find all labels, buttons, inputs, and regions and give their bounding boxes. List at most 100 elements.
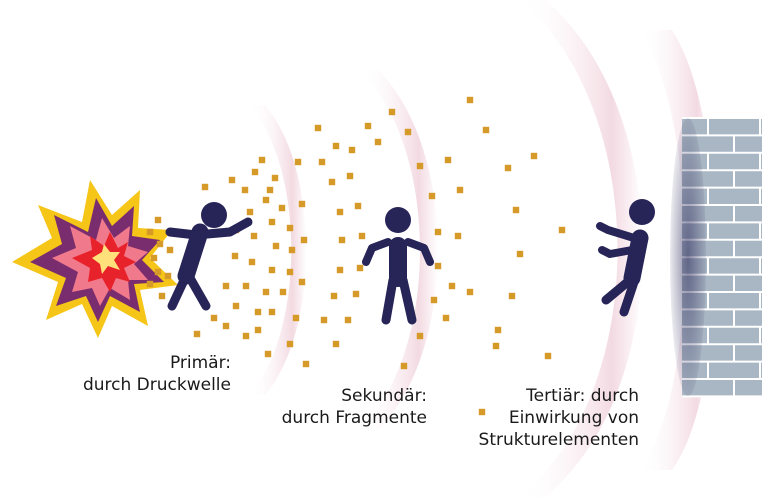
fragment-dot bbox=[265, 351, 271, 357]
fragment-dot bbox=[375, 139, 381, 145]
fragment-dot bbox=[147, 281, 153, 287]
fragment-dot bbox=[445, 157, 451, 163]
fragment-dot bbox=[289, 247, 295, 253]
fragment-dot bbox=[211, 315, 217, 321]
shock-wave-1 bbox=[250, 105, 306, 395]
fragment-dot bbox=[194, 331, 200, 337]
fragment-dot bbox=[147, 229, 153, 235]
fragment-dot bbox=[223, 323, 229, 329]
brick-wall-icon bbox=[670, 118, 762, 396]
label-secondary-line1: Sekundär: bbox=[282, 385, 427, 407]
fragment-dot bbox=[417, 333, 423, 339]
label-primary: Primär: durch Druckwelle bbox=[83, 352, 231, 396]
fragment-dot bbox=[337, 267, 343, 273]
fragment-dot bbox=[255, 327, 261, 333]
fragment-dot bbox=[339, 237, 345, 243]
fragment-dot bbox=[449, 283, 455, 289]
fragment-dot bbox=[299, 201, 305, 207]
fragment-dot bbox=[269, 219, 275, 225]
fragment-dot bbox=[243, 333, 249, 339]
fragment-dot bbox=[263, 289, 269, 295]
fragment-dot bbox=[233, 303, 239, 309]
fragment-dot bbox=[273, 243, 279, 249]
fragment-dot bbox=[435, 229, 441, 235]
fragment-dot bbox=[159, 293, 165, 299]
fragment-dot bbox=[365, 123, 371, 129]
fragment-dot bbox=[349, 147, 355, 153]
fragment-dot bbox=[509, 293, 515, 299]
fragment-dot bbox=[167, 247, 173, 253]
fragment-dot bbox=[483, 127, 489, 133]
fragment-dot bbox=[321, 317, 327, 323]
fragment-dot bbox=[255, 309, 261, 315]
label-tertiary-line3: Strukturelementen bbox=[479, 429, 639, 451]
label-primary-line2: durch Druckwelle bbox=[83, 374, 231, 396]
fragment-dot bbox=[299, 279, 305, 285]
fragment-dot bbox=[357, 265, 363, 271]
fragment-dot bbox=[345, 317, 351, 323]
fragment-dot bbox=[301, 237, 307, 243]
fragment-dot bbox=[467, 289, 473, 295]
fragment-dot bbox=[513, 207, 519, 213]
fragment-dot bbox=[531, 153, 537, 159]
fragment-dot bbox=[247, 209, 253, 215]
fragment-dot bbox=[280, 289, 286, 295]
label-tertiary: Tertiär: durch Einwirkung von Strukturel… bbox=[479, 385, 639, 451]
fragment-dot bbox=[495, 327, 501, 333]
fragment-dot bbox=[295, 159, 301, 165]
fragment-dot bbox=[267, 187, 273, 193]
fragment-dot bbox=[337, 209, 343, 215]
fragment-dot bbox=[293, 315, 299, 321]
fragment-dot bbox=[202, 184, 208, 190]
fragment-dot bbox=[329, 179, 335, 185]
fragment-dot bbox=[347, 173, 353, 179]
fragment-dot bbox=[431, 297, 437, 303]
fragment-dot bbox=[401, 363, 407, 369]
fragment-dot bbox=[331, 293, 337, 299]
fragment-dot bbox=[405, 129, 411, 135]
fragment-dot bbox=[493, 343, 499, 349]
fragment-dot bbox=[467, 97, 473, 103]
fragment-dot bbox=[155, 217, 161, 223]
fragment-dot bbox=[505, 165, 511, 171]
fragment-dot bbox=[249, 259, 255, 265]
fragment-dot bbox=[333, 341, 339, 347]
fragment-dot bbox=[319, 159, 325, 165]
fragment-dot bbox=[435, 263, 441, 269]
fragment-dot bbox=[389, 109, 395, 115]
fragment-dot bbox=[252, 169, 258, 175]
fragment-dot bbox=[545, 353, 551, 359]
fragment-dot bbox=[243, 283, 249, 289]
fragment-dot bbox=[287, 225, 293, 231]
fragment-dot bbox=[429, 193, 435, 199]
fragment-dot bbox=[303, 361, 309, 367]
fragment-dot bbox=[251, 233, 257, 239]
fragment-dot bbox=[272, 175, 278, 181]
fragment-dot bbox=[353, 291, 359, 297]
fragment-dot bbox=[315, 125, 321, 131]
fragment-dot bbox=[287, 269, 293, 275]
fragment-dot bbox=[279, 205, 285, 211]
fragment-dot bbox=[259, 157, 265, 163]
fragment-dot bbox=[151, 255, 157, 261]
fragment-dot bbox=[232, 253, 238, 259]
fragment-dot bbox=[263, 197, 269, 203]
fragment-dot bbox=[559, 227, 565, 233]
fragment-dot bbox=[355, 203, 361, 209]
fragment-dot bbox=[269, 267, 275, 273]
fragment-dot bbox=[229, 177, 235, 183]
label-primary-line1: Primär: bbox=[83, 352, 231, 374]
fragment-dot bbox=[455, 233, 461, 239]
wall-impact-shade bbox=[670, 118, 706, 396]
fragment-dot bbox=[287, 341, 293, 347]
label-secondary-line2: durch Fragmente bbox=[282, 407, 427, 429]
fragment-dot bbox=[333, 143, 339, 149]
fragment-dot bbox=[417, 163, 423, 169]
fragment-dot bbox=[223, 283, 229, 289]
fragment-dot bbox=[359, 233, 365, 239]
fragment-dot bbox=[443, 315, 449, 321]
fragment-dot bbox=[165, 273, 171, 279]
label-tertiary-line2: Einwirkung von bbox=[479, 407, 639, 429]
fragment-dot bbox=[457, 187, 463, 193]
fragment-dot bbox=[157, 241, 163, 247]
